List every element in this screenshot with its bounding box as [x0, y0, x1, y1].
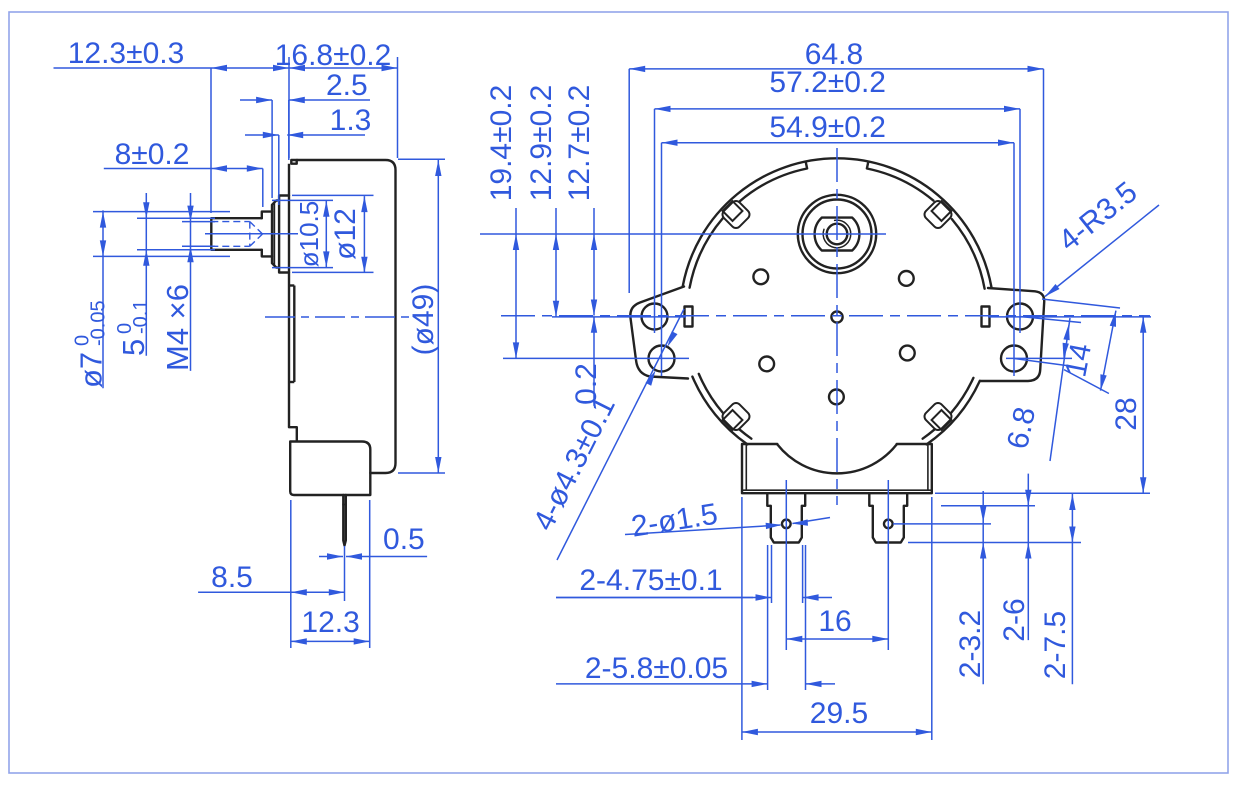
svg-text:16: 16 — [818, 605, 851, 638]
svg-text:0: 0 — [72, 335, 94, 346]
svg-text:2-3.2: 2-3.2 — [954, 610, 987, 678]
svg-text:19.4±0.2: 19.4±0.2 — [485, 85, 518, 202]
svg-text:2-4.75±0.1: 2-4.75±0.1 — [579, 564, 722, 597]
svg-text:2-5.8±0.05: 2-5.8±0.05 — [585, 652, 728, 685]
svg-text:64.8: 64.8 — [805, 38, 863, 71]
svg-text:0: 0 — [114, 323, 136, 334]
svg-text:M4 ×6: M4 ×6 — [160, 284, 195, 371]
svg-text:ø7: ø7 — [74, 352, 109, 388]
svg-text:12.3: 12.3 — [301, 606, 359, 639]
svg-text:-0.1: -0.1 — [130, 300, 152, 334]
svg-text:0.2: 0.2 — [570, 363, 603, 405]
svg-text:1.3: 1.3 — [330, 104, 372, 137]
svg-text:28: 28 — [1110, 397, 1143, 430]
svg-text:(ø49): (ø49) — [407, 284, 440, 356]
svg-text:14: 14 — [1059, 341, 1098, 380]
svg-text:12.9±0.2: 12.9±0.2 — [525, 85, 558, 202]
svg-text:ø10.5: ø10.5 — [294, 201, 324, 268]
svg-text:-0.05: -0.05 — [88, 300, 110, 346]
svg-text:ø12: ø12 — [329, 208, 362, 260]
svg-text:2-7.5: 2-7.5 — [1039, 611, 1072, 679]
svg-text:8.5: 8.5 — [211, 561, 253, 594]
svg-text:2-6: 2-6 — [998, 598, 1031, 641]
svg-text:2.5: 2.5 — [326, 69, 368, 102]
svg-text:54.9±0.2: 54.9±0.2 — [769, 111, 886, 144]
svg-text:29.5: 29.5 — [810, 697, 868, 730]
svg-text:5: 5 — [116, 339, 151, 356]
svg-text:0.5: 0.5 — [383, 523, 425, 556]
svg-text:57.2±0.2: 57.2±0.2 — [769, 66, 886, 99]
svg-text:8±0.2: 8±0.2 — [115, 138, 190, 171]
svg-text:16.8±0.2: 16.8±0.2 — [275, 39, 392, 72]
svg-text:12.3±0.3: 12.3±0.3 — [68, 37, 185, 70]
svg-text:12.7±0.2: 12.7±0.2 — [563, 85, 596, 202]
